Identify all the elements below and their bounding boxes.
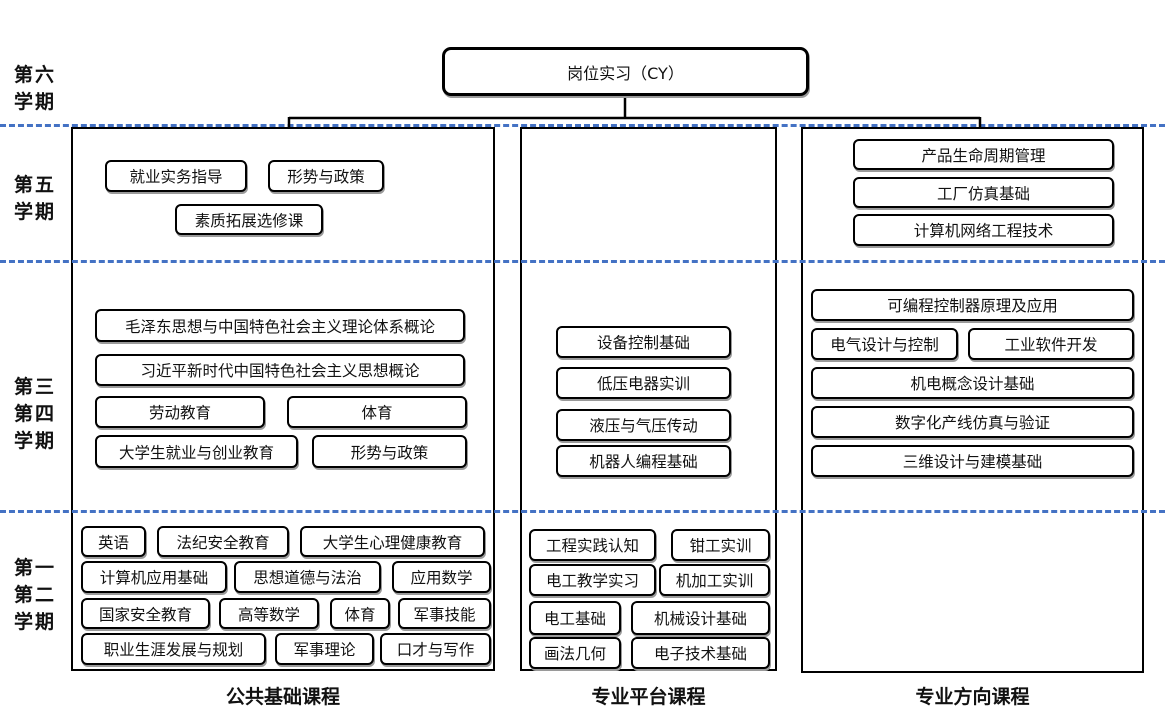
course-box: 电工基础: [529, 601, 621, 635]
course-box: 口才与写作: [380, 633, 491, 665]
course-box: 军事理论: [275, 633, 374, 665]
course-box: 工厂仿真基础: [853, 177, 1114, 208]
divider-s5-s34: [0, 260, 1165, 263]
course-box: 大学生心理健康教育: [300, 526, 485, 557]
column-title-public: 公共基础课程: [225, 686, 340, 708]
course-box: 职业生涯发展与规划: [81, 633, 266, 665]
course-box: 素质拓展选修课: [175, 204, 323, 235]
course-box: 产品生命周期管理: [853, 139, 1114, 170]
column-public-frame: [71, 127, 495, 671]
semester-label-6: 第六 学期: [14, 64, 57, 113]
course-box: 法纪安全教育: [157, 526, 289, 557]
course-box: 低压电器实训: [556, 367, 731, 399]
divider-s6-s5: [0, 124, 1165, 127]
course-box: 形势与政策: [268, 160, 384, 192]
internship-box: 岗位实习（CY）: [442, 47, 809, 96]
course-box: 高等数学: [219, 598, 319, 629]
course-box: 液压与气压传动: [556, 409, 731, 441]
divider-s34-s12: [0, 510, 1165, 513]
course-box: 习近平新时代中国特色社会主义思想概论: [95, 354, 465, 386]
course-box: 计算机应用基础: [81, 561, 227, 593]
course-box: 劳动教育: [95, 396, 265, 428]
connector-lines: [287, 96, 982, 128]
semester-label-1-2: 第一 第二 学期: [14, 557, 57, 633]
course-box: 画法几何: [529, 637, 621, 669]
course-box: 毛泽东思想与中国特色社会主义理论体系概论: [95, 309, 465, 342]
course-box: 军事技能: [398, 598, 491, 629]
course-box: 大学生就业与创业教育: [95, 435, 298, 468]
course-box: 形势与政策: [312, 435, 467, 468]
semester-label-3-4: 第三 第四 学期: [14, 376, 57, 452]
course-box: 应用数学: [392, 561, 491, 593]
course-box: 三维设计与建模基础: [811, 445, 1134, 477]
course-box: 电气设计与控制: [811, 328, 958, 360]
column-direction-frame: [801, 127, 1144, 673]
course-box: 电子技术基础: [631, 637, 770, 669]
course-box: 体育: [287, 396, 467, 428]
course-box: 数字化产线仿真与验证: [811, 406, 1134, 438]
course-box: 国家安全教育: [81, 598, 210, 629]
course-box: 设备控制基础: [556, 326, 731, 358]
course-box: 机械设计基础: [631, 601, 770, 635]
course-box: 英语: [81, 526, 146, 557]
course-box: 计算机网络工程技术: [853, 214, 1114, 246]
course-box: 机电概念设计基础: [811, 367, 1134, 399]
course-box: 机器人编程基础: [556, 445, 731, 477]
course-box: 电工教学实习: [529, 564, 656, 596]
course-box: 机加工实训: [659, 564, 770, 596]
course-box: 工程实践认知: [529, 529, 656, 561]
semester-label-5: 第五 学期: [14, 174, 57, 223]
column-title-platform: 专业平台课程: [591, 686, 706, 708]
course-box: 钳工实训: [671, 529, 770, 561]
course-box: 工业软件开发: [968, 328, 1134, 360]
column-platform-frame: [520, 127, 777, 671]
course-box: 体育: [330, 598, 390, 629]
course-box: 思想道德与法治: [234, 561, 381, 593]
column-title-direction: 专业方向课程: [915, 686, 1030, 708]
course-box: 可编程控制器原理及应用: [811, 289, 1134, 321]
course-box: 就业实务指导: [105, 160, 247, 192]
